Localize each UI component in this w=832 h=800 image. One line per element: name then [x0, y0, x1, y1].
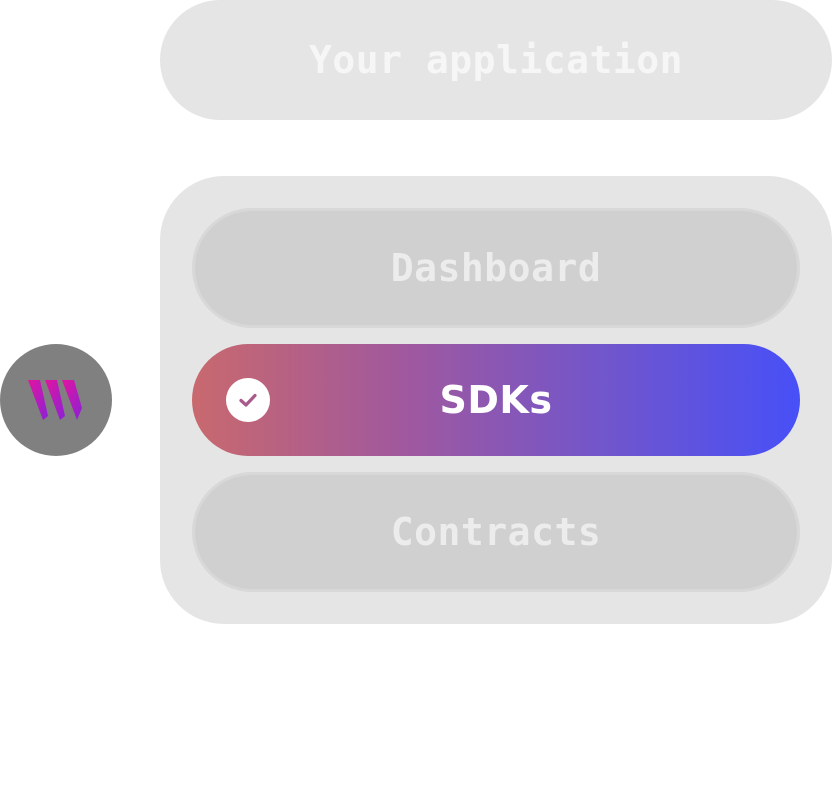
options-panel: Dashboard SDKs Contracts — [160, 176, 832, 624]
option-contracts[interactable]: Contracts — [192, 472, 800, 592]
option-sdks-label: SDKs — [439, 378, 553, 422]
option-dashboard[interactable]: Dashboard — [192, 208, 800, 328]
option-dashboard-label: Dashboard — [390, 246, 602, 290]
application-title: Your application — [308, 38, 684, 82]
brand-logo-icon — [28, 380, 82, 420]
brand-logo — [0, 344, 112, 456]
application-header: Your application — [160, 0, 832, 120]
option-contracts-label: Contracts — [390, 510, 602, 554]
checkmark-icon — [226, 378, 270, 422]
option-sdks[interactable]: SDKs — [192, 344, 800, 456]
